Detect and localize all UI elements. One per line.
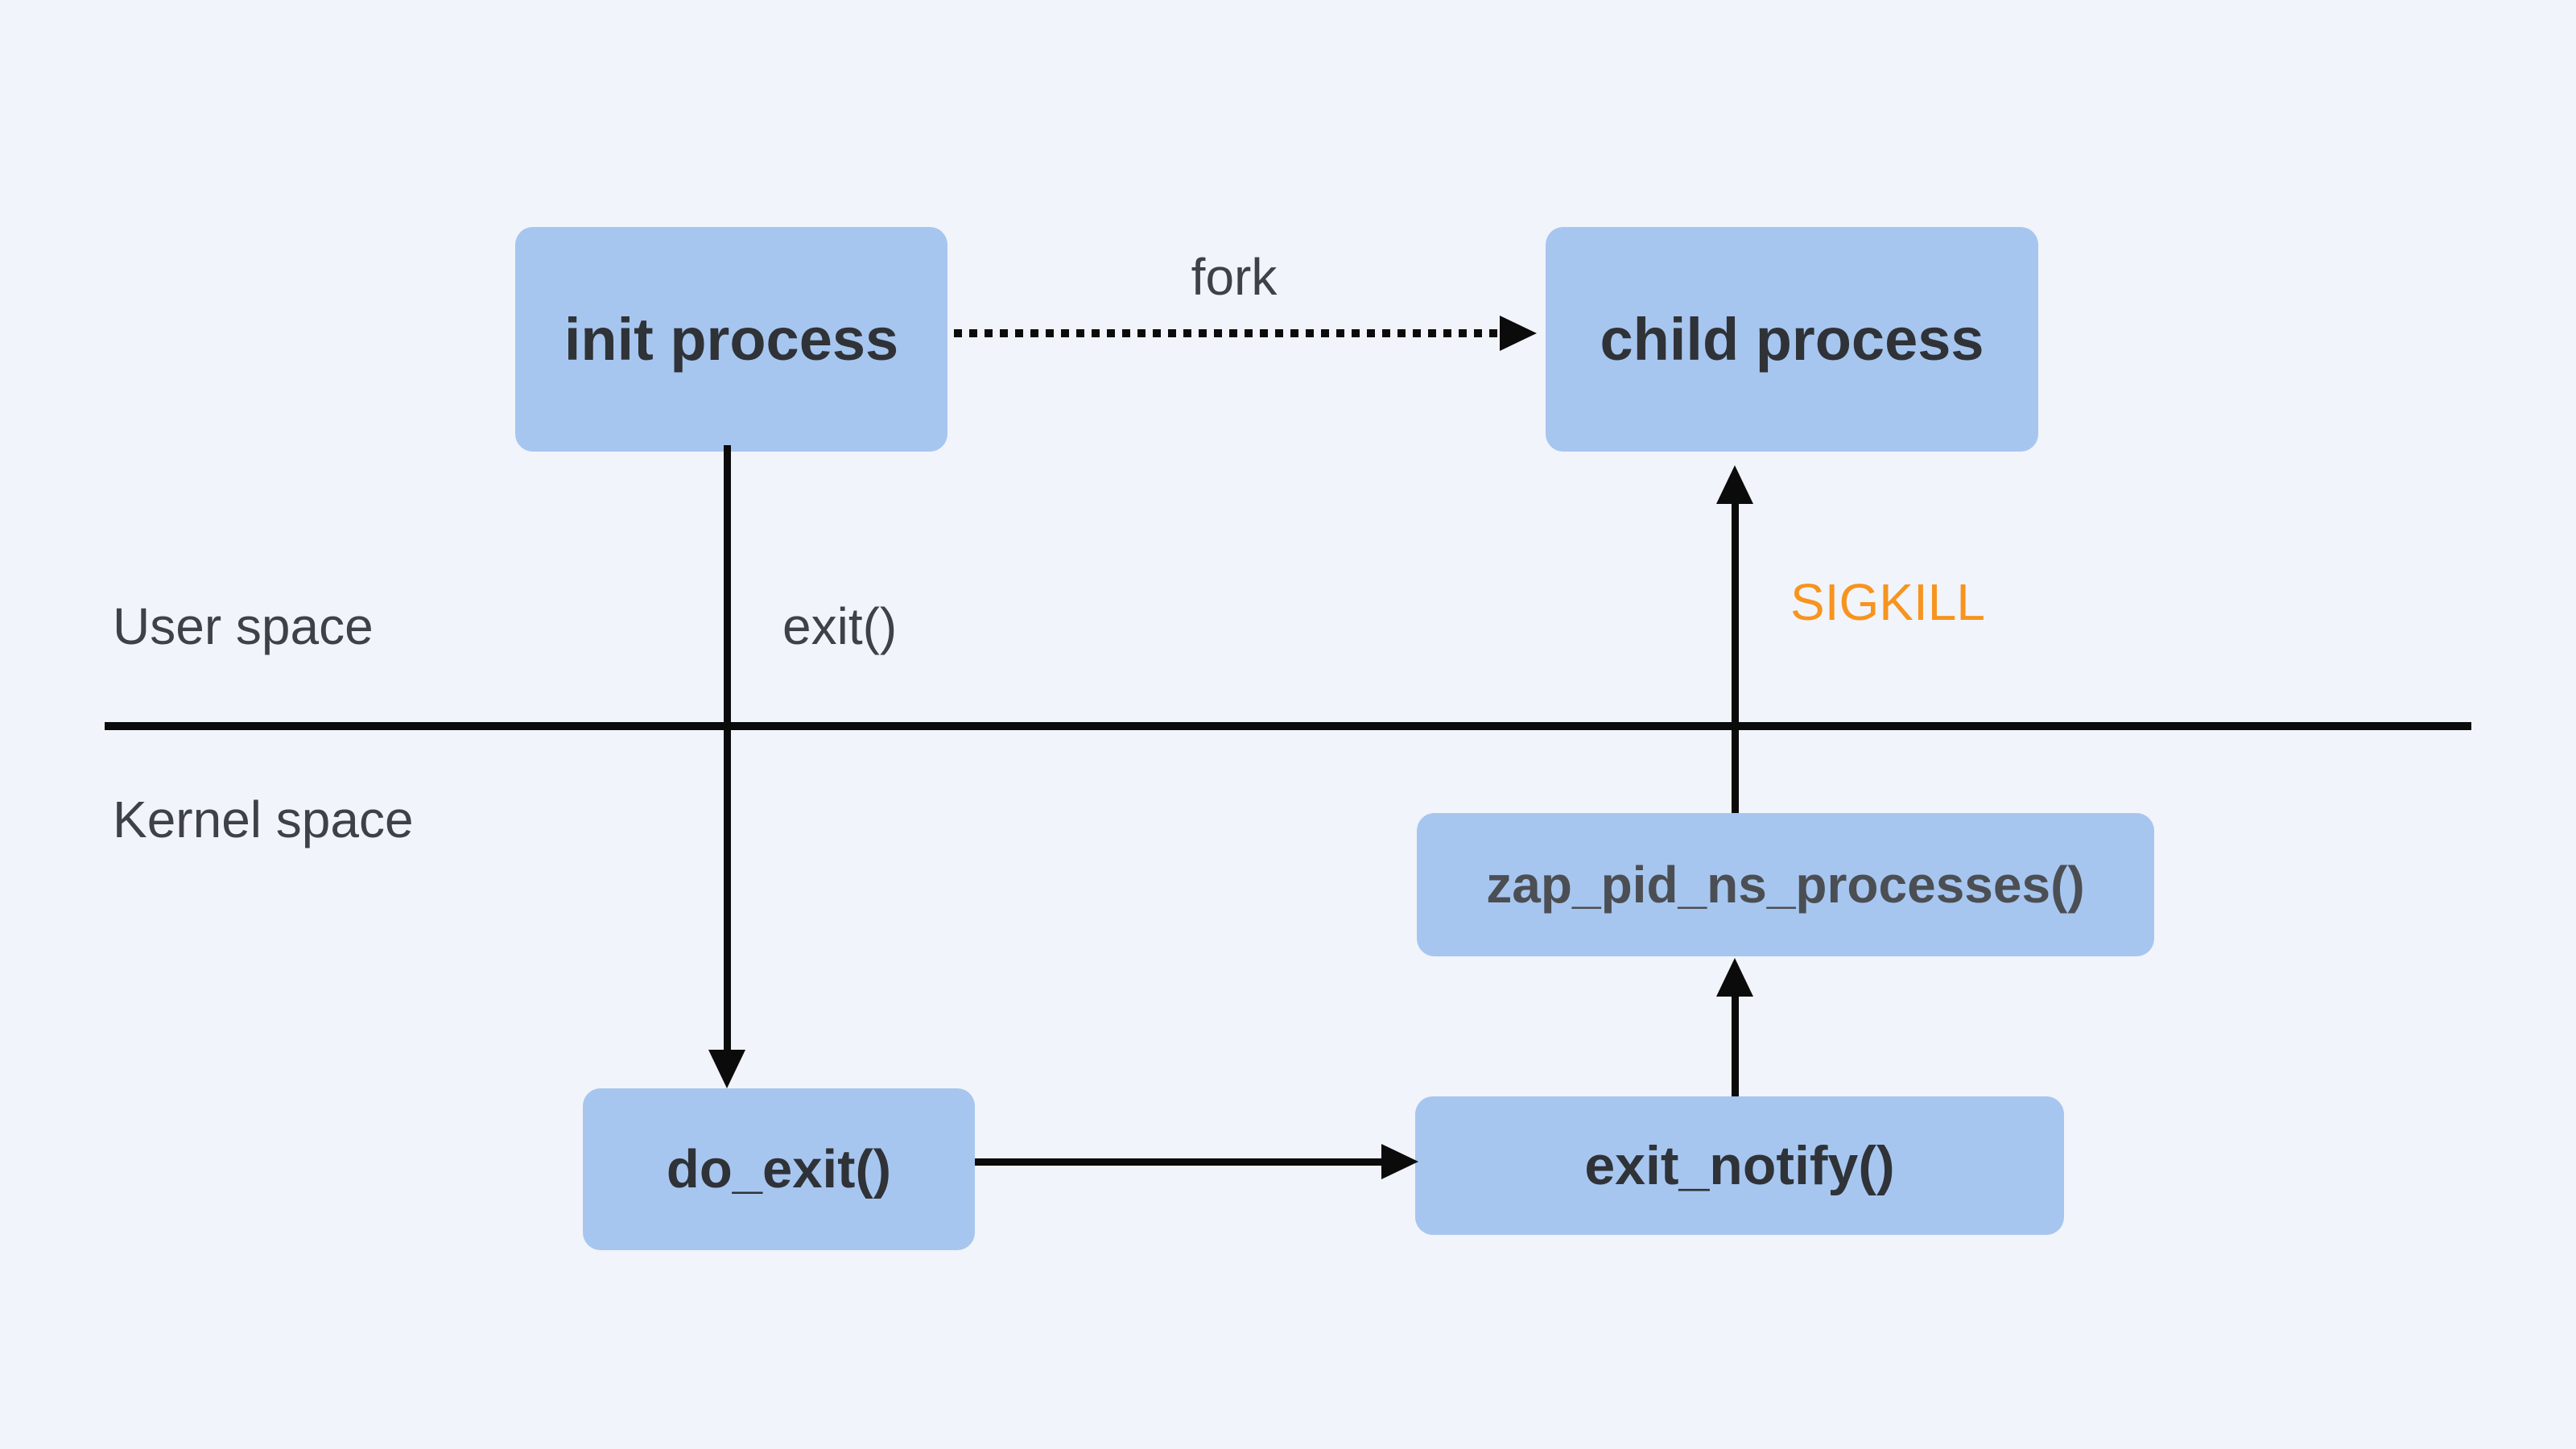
fork-arrow-line (954, 329, 1500, 337)
user-space-label: User space (113, 597, 374, 655)
do-exit-node: do_exit() (583, 1088, 975, 1250)
do-exit-to-exit-notify-arrowhead-icon (1381, 1144, 1418, 1179)
zap-pid-ns-processes-node: zap_pid_ns_processes() (1417, 813, 2154, 956)
exit-arrow-line (724, 445, 731, 1050)
child-process-node: child process (1546, 227, 2038, 452)
exit-notify-node: exit_notify() (1415, 1096, 2064, 1235)
exit-arrowhead-icon (708, 1050, 745, 1088)
sigkill-arrowhead-icon (1716, 465, 1753, 504)
sigkill-arrow-line (1732, 504, 1739, 813)
user-kernel-divider-line (105, 722, 2471, 730)
exit-notify-to-zap-arrowhead-icon (1716, 958, 1753, 997)
init-process-node: init process (515, 227, 947, 452)
sigkill-edge-label: SIGKILL (1790, 573, 1985, 631)
fork-arrowhead-icon (1500, 316, 1537, 351)
exit-edge-label: exit() (782, 597, 898, 655)
do-exit-to-exit-notify-arrow-line (975, 1158, 1383, 1166)
exit-notify-to-zap-arrow-line (1732, 997, 1739, 1096)
fork-edge-label: fork (1191, 248, 1278, 306)
kernel-space-label: Kernel space (113, 791, 414, 848)
